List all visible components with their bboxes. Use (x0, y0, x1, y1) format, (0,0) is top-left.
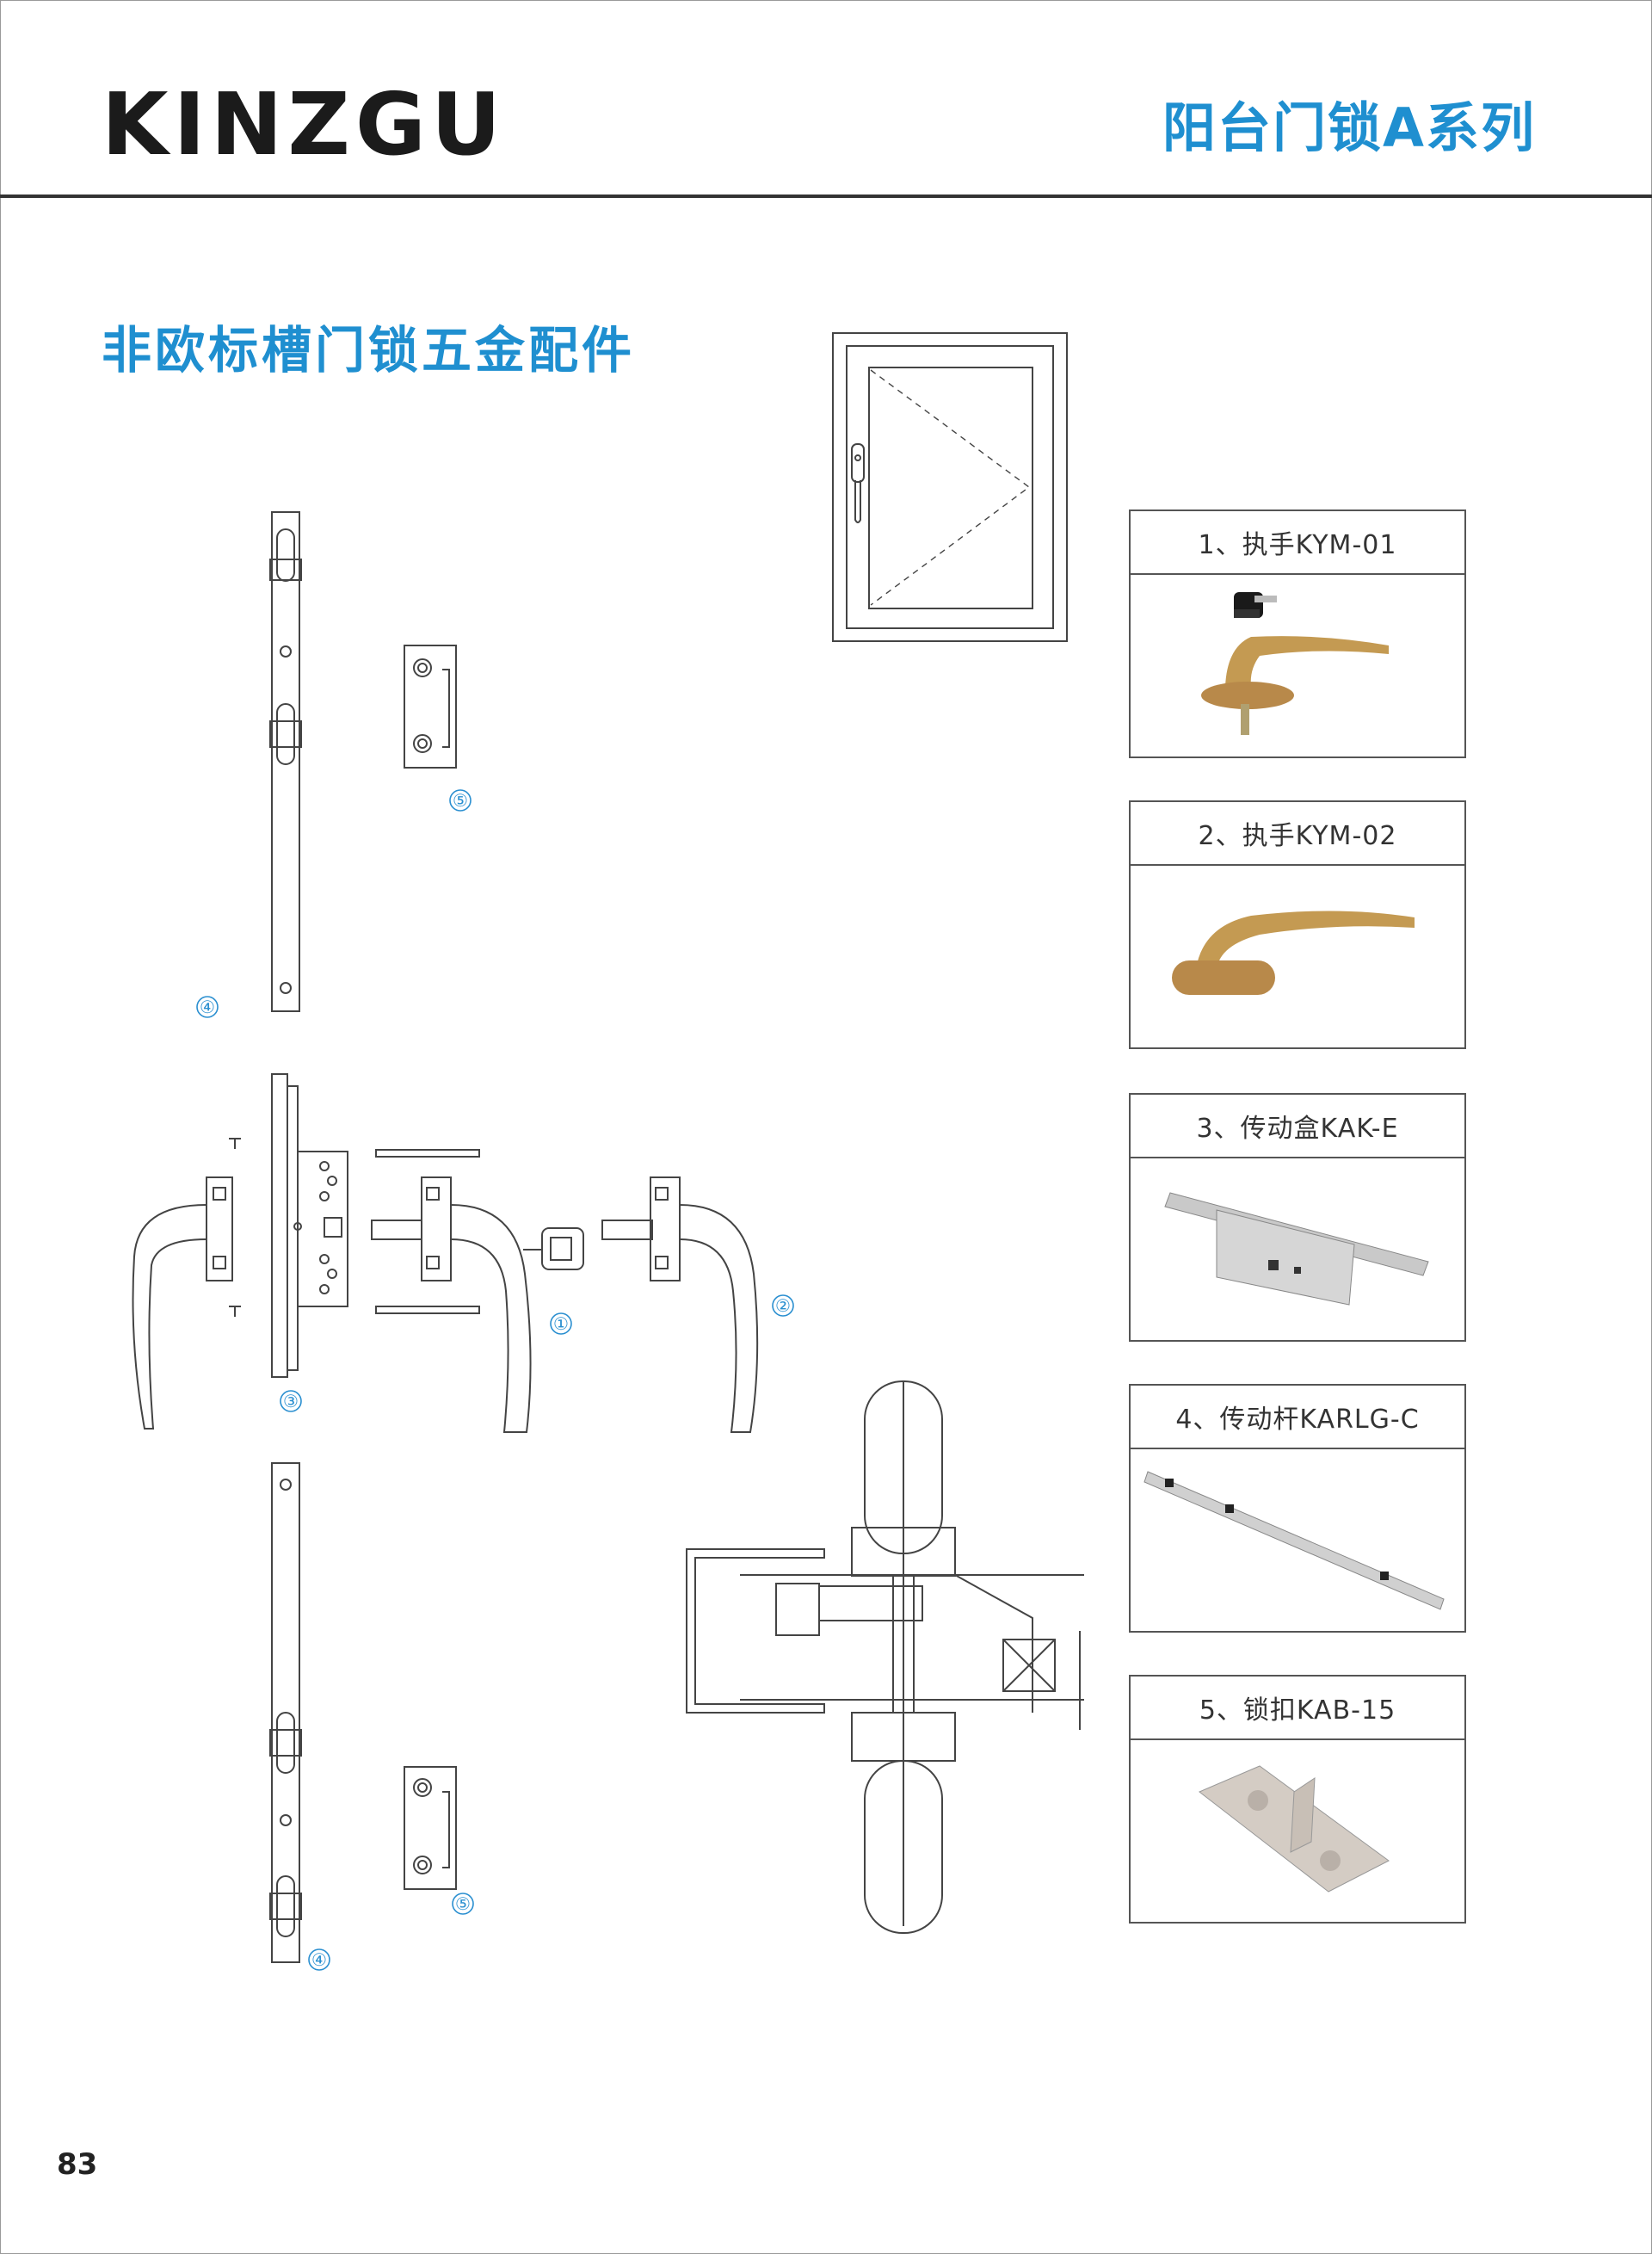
keeper-photo (1199, 1765, 1390, 1893)
callout-2: ② (775, 1295, 791, 1316)
drive-rod-photo (1143, 1471, 1445, 1610)
section-title: 非欧标槽门锁五金配件 (102, 321, 636, 380)
upper-keeper (404, 645, 457, 769)
header-divider (0, 195, 1652, 198)
brand-logo: KINZGU (102, 74, 507, 175)
callout-4-lower: ④ (311, 1949, 327, 1970)
part-card-5: 5、锁扣KAB-15 (1129, 1675, 1466, 1924)
handle-two-drawing (650, 1176, 759, 1433)
part-card-3: 3、传动盒KAK-E (1129, 1093, 1466, 1342)
gearbox-photo (1164, 1192, 1429, 1306)
callout-4-upper: ④ (200, 997, 215, 1017)
key-handle-drawing (421, 1176, 584, 1433)
callout-5-upper: ⑤ (453, 790, 468, 811)
callout-1: ① (553, 1313, 569, 1334)
window-schematic (832, 332, 1068, 642)
part-card-label: 3、传动盒KAK-E (1131, 1095, 1464, 1158)
lower-drive-rod (269, 1462, 302, 1963)
part-card-2: 2、执手KYM-02 (1129, 800, 1466, 1049)
gearbox-drawing (229, 1073, 348, 1378)
part-card-4: 4、传动杆KARLG-C (1129, 1384, 1466, 1633)
profile-cross-section (686, 1380, 1084, 1934)
lower-keeper (404, 1766, 457, 1890)
part-card-label: 5、锁扣KAB-15 (1131, 1677, 1464, 1740)
diagram-callouts: ⑤ ④ ③ ① ② ⑤ ④ (196, 789, 794, 1971)
spindles (371, 1149, 653, 1314)
upper-drive-rod (269, 511, 302, 1012)
series-title: 阳台门锁A系列 (1162, 96, 1536, 159)
part-card-label: 2、执手KYM-02 (1131, 802, 1464, 866)
part-card-label: 1、执手KYM-01 (1131, 511, 1464, 575)
part-card-label: 4、传动杆KARLG-C (1131, 1386, 1464, 1449)
gold-handle-photo (1172, 911, 1415, 995)
callout-3: ③ (283, 1391, 299, 1411)
left-handle-drawing (132, 1176, 233, 1430)
callout-5-lower: ⑤ (455, 1893, 471, 1914)
part-card-1: 1、执手KYM-01 (1129, 509, 1466, 758)
key-lock-handle-photo (1201, 592, 1389, 735)
page-number: 83 (57, 2147, 98, 2182)
